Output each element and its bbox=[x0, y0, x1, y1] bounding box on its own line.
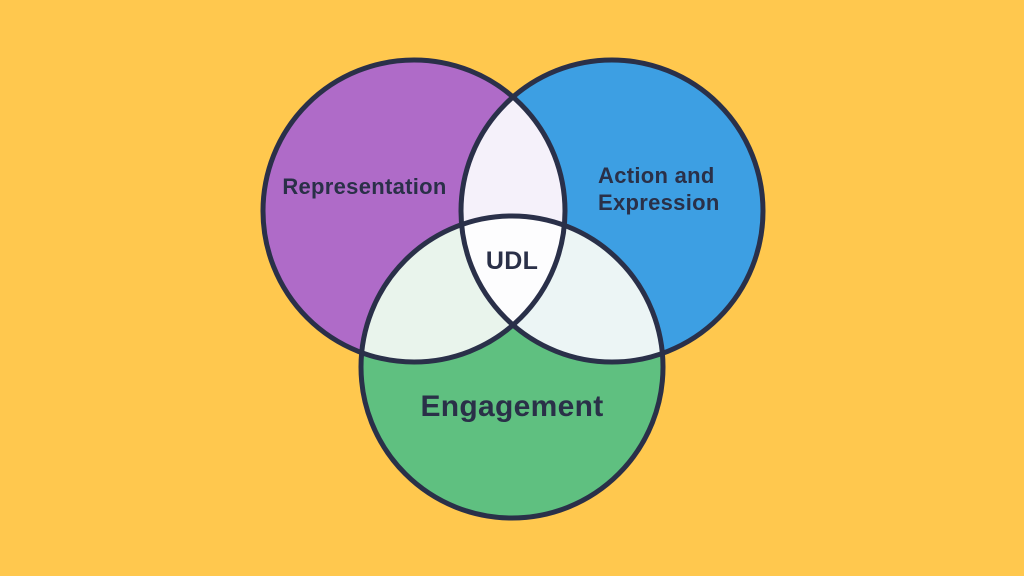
representation-label: Representation bbox=[282, 174, 447, 199]
action-expression-label-line2: Expression bbox=[598, 190, 720, 215]
action-expression-label: Action and Expression bbox=[598, 162, 768, 216]
action-expression-label-line1: Action and bbox=[598, 163, 715, 188]
circle-outlines bbox=[260, 57, 766, 521]
engagement-label: Engagement bbox=[420, 390, 604, 423]
action-expression-outline bbox=[458, 57, 766, 365]
action-engagement-overlap bbox=[461, 216, 663, 362]
udl-center-label: UDL bbox=[485, 247, 539, 275]
representation-engagement-overlap bbox=[361, 216, 565, 362]
representation-outline bbox=[260, 57, 568, 365]
engagement-outline bbox=[358, 213, 666, 521]
